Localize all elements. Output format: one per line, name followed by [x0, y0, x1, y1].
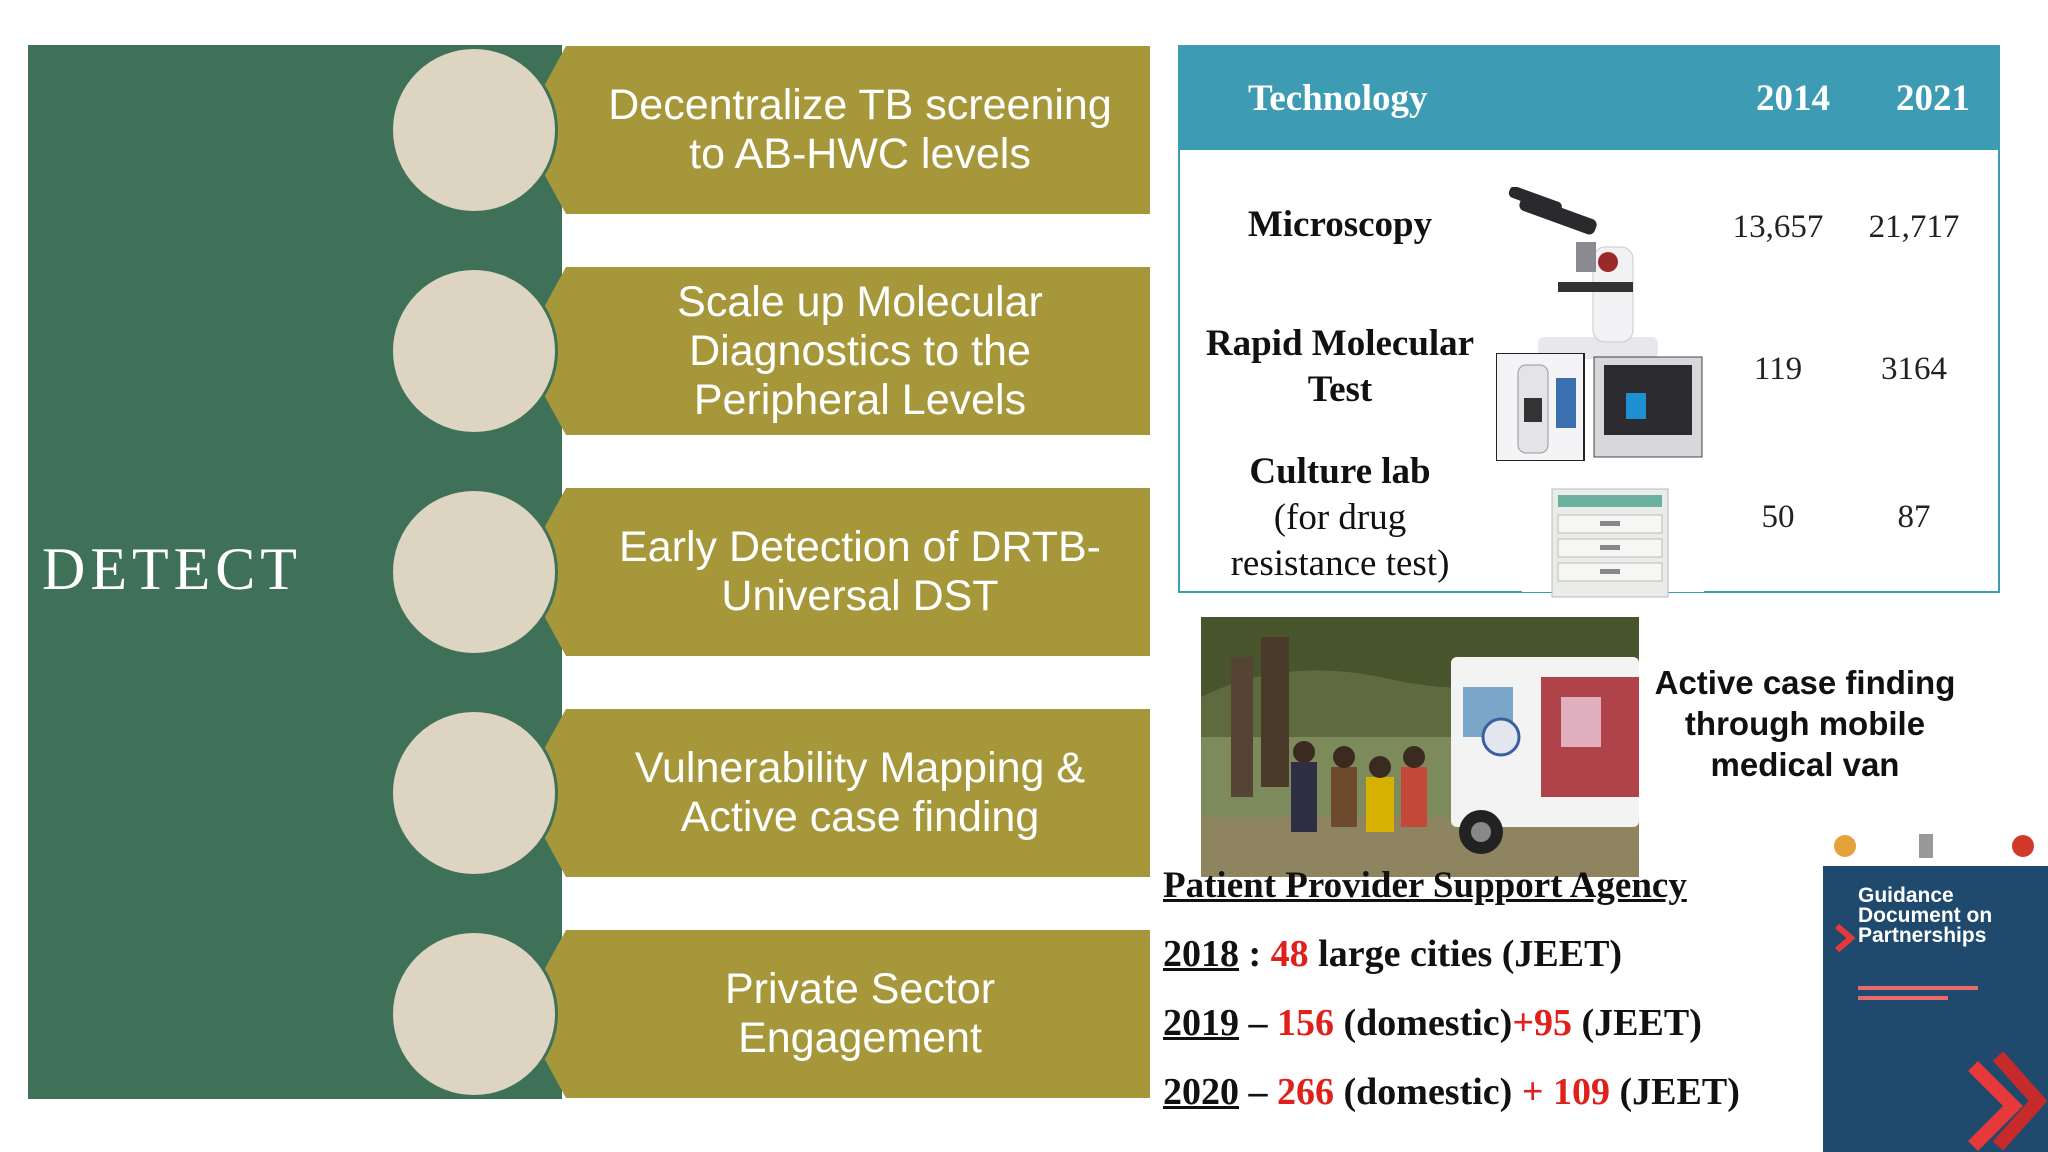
strategy-text: Vulnerability Mapping & Active case find…: [634, 744, 1086, 841]
strategy-box-drtb: Early Detection of DRTB- Universal DST: [520, 488, 1150, 656]
microscope-image: [1508, 187, 1658, 359]
strategy-box-decentralize: Decentralize TB screening to AB-HWC leve…: [520, 46, 1150, 214]
header-2021: 2021: [1896, 78, 1970, 119]
guidance-document-cover: Guidance Document on Partnerships: [1823, 826, 2048, 1152]
strategy-box-vulnerability: Vulnerability Mapping & Active case find…: [520, 709, 1150, 877]
strategy-text: Decentralize TB screening to AB-HWC leve…: [608, 81, 1112, 178]
agency-line-2019: 2019 – 156 (domestic)+95 (JEET): [1163, 1001, 1702, 1045]
culture-lab-2021: 87: [1897, 499, 1931, 535]
strategy-text: Scale up Molecular Diagnostics to the Pe…: [677, 277, 1043, 424]
agency-sep: :: [1239, 933, 1271, 975]
agency-text: (JEET): [1572, 1002, 1702, 1044]
microscopy-2014: 13,657: [1732, 209, 1824, 245]
molecular-test-devices-image: [1496, 353, 1703, 461]
agency-count: 48: [1270, 933, 1309, 975]
agency-line-2020: 2020 – 266 (domestic) + 109 (JEET): [1163, 1070, 1740, 1114]
agency-year: 2020: [1163, 1071, 1239, 1113]
agency-sep: –: [1239, 1002, 1277, 1044]
rapid-molecular-2021: 3164: [1881, 351, 1947, 387]
document-logo-strip: [1823, 826, 2048, 866]
strategy-circle: [390, 267, 558, 435]
document-arrow-graphic: [1835, 923, 2048, 1151]
agency-text: (domestic): [1334, 1002, 1513, 1044]
document-title: Guidance Document on Partnerships: [1858, 884, 1993, 947]
culture-lab-2014: 50: [1761, 499, 1795, 535]
header-2014: 2014: [1756, 78, 1830, 119]
microscopy-2021: 21,717: [1868, 209, 1960, 245]
strategy-circle: [390, 488, 558, 656]
mobile-medical-van-photo: [1201, 617, 1639, 877]
agency-text: (JEET): [1610, 1071, 1740, 1113]
agency-line-2018: 2018 : 48 large cities (JEET): [1163, 932, 1622, 976]
rapid-molecular-2014: 119: [1753, 351, 1803, 387]
agency-count: 266: [1277, 1071, 1334, 1113]
agency-count: + 109: [1521, 1071, 1610, 1113]
agency-year: 2018: [1163, 933, 1239, 975]
strategy-circle: [390, 709, 558, 877]
agency-heading: Patient Provider Support Agency: [1163, 865, 1687, 906]
strategy-text: Private Sector Engagement: [724, 965, 996, 1062]
agency-count: 156: [1277, 1002, 1334, 1044]
technology-table: Technology 2014 2021 Microscopy 13,657 2…: [1178, 45, 2000, 598]
agency-text: large cities (JEET): [1308, 933, 1623, 975]
agency-text: (domestic): [1334, 1071, 1522, 1113]
strategy-circle: [390, 930, 558, 1098]
strategy-circle: [390, 46, 558, 214]
strategy-box-molecular: Scale up Molecular Diagnostics to the Pe…: [520, 267, 1150, 435]
row-name-microscopy: Microscopy: [1247, 204, 1433, 245]
strategy-box-private-sector: Private Sector Engagement: [520, 930, 1150, 1098]
header-technology: Technology: [1248, 78, 1428, 119]
agency-count: +95: [1512, 1002, 1572, 1044]
strategy-text: Early Detection of DRTB- Universal DST: [619, 523, 1101, 620]
culture-lab-incubator-image: [1551, 488, 1669, 598]
detect-title: DETECT: [42, 536, 302, 602]
agency-year: 2019: [1163, 1002, 1239, 1044]
van-caption: Active case finding through mobile medic…: [1654, 664, 1956, 783]
table-header: Technology 2014 2021: [1180, 47, 1998, 150]
agency-sep: –: [1239, 1071, 1277, 1113]
